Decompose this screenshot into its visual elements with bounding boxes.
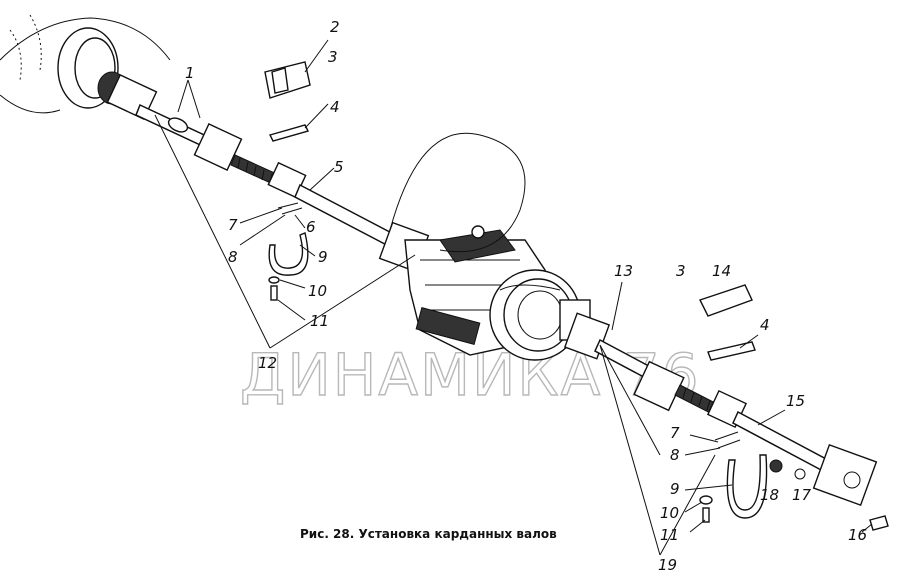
part-16-bolt [869,515,889,531]
callout-9-right: 9 [670,480,680,498]
figure-caption: Рис. 28. Установка карданных валов [300,527,557,541]
part-7-8-pin-left [277,202,303,215]
callout-14: 14 [712,262,731,280]
part-17-lockwasher [794,468,806,480]
callout-10-right: 10 [660,504,679,522]
callout-17: 17 [792,486,812,504]
callout-10-left: 10 [308,282,327,300]
part-4-plate-right [707,341,756,361]
part-3-14-bracket-right [699,284,753,317]
callout-18: 18 [760,486,779,504]
transfer-gearbox [404,225,591,361]
callout-8-right: 8 [670,446,680,464]
rear-cardan-shaft [563,312,878,507]
part-11-bolt-right [702,507,710,523]
callout-5: 5 [334,158,344,176]
callout-15: 15 [786,392,805,410]
callout-3-top: 3 [328,48,338,66]
callout-6: 6 [306,218,316,236]
part-2-3-bracket-top [264,61,311,99]
callout-12: 12 [258,354,277,372]
callout-4-top: 4 [330,98,340,116]
part-7-8-pin-right [714,431,741,449]
part-18-nut [769,459,783,473]
callout-11-right: 11 [660,526,679,544]
part-10-washer-right [699,495,713,505]
callout-9-left: 9 [318,248,328,266]
callout-3-right: 3 [676,262,686,280]
callout-13: 13 [614,262,633,280]
part-10-washer-left [268,276,280,284]
callout-7-right: 7 [670,424,680,442]
part-11-bolt-left [270,285,278,301]
callout-11-left: 11 [310,312,329,330]
callout-8-left: 8 [228,248,238,266]
callout-4-right: 4 [760,316,770,334]
callout-19: 19 [658,556,677,574]
leader-lines [154,39,873,556]
part-9-clamp-left [268,232,309,276]
part-9-clamp-right [726,454,768,519]
callout-7-left: 7 [228,216,238,234]
front-cardan-shaft [106,74,430,273]
part-4-plate-top [268,124,310,142]
callout-16: 16 [848,526,867,544]
callout-2: 2 [330,18,340,36]
callout-1: 1 [185,64,195,82]
